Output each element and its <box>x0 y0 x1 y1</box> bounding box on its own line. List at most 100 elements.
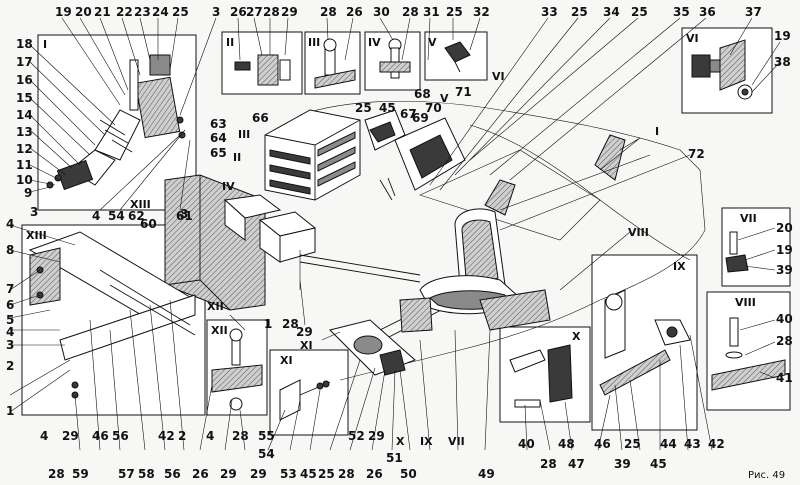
inset-frames <box>21 27 791 436</box>
callout: V <box>440 92 449 105</box>
callout: 60 <box>140 217 157 231</box>
callout: 26 <box>192 467 209 481</box>
callout: 8 <box>6 243 14 257</box>
callout: 40 <box>776 312 793 326</box>
callout: 28 <box>320 5 337 19</box>
callout: 72 <box>688 147 705 161</box>
inset-IX-parts <box>599 289 691 396</box>
instrument-panel <box>364 109 466 201</box>
callout: 42 <box>708 437 725 451</box>
callout: 47 <box>568 457 585 471</box>
callout: I <box>655 125 659 138</box>
callout: XI <box>300 339 313 352</box>
callout: 69 <box>412 111 429 125</box>
callout: 30 <box>373 5 390 19</box>
callout: 48 <box>558 437 575 451</box>
inset-XII-parts <box>211 328 263 411</box>
callout: 66 <box>252 111 269 125</box>
inset-label-XIII: XIII <box>26 229 47 242</box>
inset-frame-VIII <box>706 291 791 411</box>
callout: 29 <box>281 5 298 19</box>
callout: 6 <box>6 298 14 312</box>
callout: 25 <box>631 5 648 19</box>
callout: 2 <box>178 429 186 443</box>
inset-label-XI: XI <box>280 354 293 367</box>
callout: IV <box>222 180 235 193</box>
inset-labels: I II III IV V VI VII VIII IX X XI XII XI… <box>26 32 757 367</box>
inset-II-parts <box>234 54 291 86</box>
callout: 28 <box>232 429 249 443</box>
callout: 31 <box>423 5 440 19</box>
callout: 9 <box>24 186 32 200</box>
callout: 29 <box>368 429 385 443</box>
callout: 24 <box>152 5 169 19</box>
callout: 28 <box>282 317 299 331</box>
callout: 45 <box>650 457 667 471</box>
tank-box <box>164 174 317 311</box>
callout: 51 <box>386 451 403 465</box>
inset-IV-parts <box>379 38 411 79</box>
callout: 28 <box>338 467 355 481</box>
callout: 54 <box>108 209 125 223</box>
callout: 25 <box>571 5 588 19</box>
inset-I-parts <box>46 54 186 191</box>
callout: XIII <box>130 198 151 211</box>
callout: 1 <box>264 317 272 331</box>
inset-label-VIII: VIII <box>735 296 756 309</box>
callout: 3 <box>180 207 188 221</box>
inset-label-X: X <box>572 330 581 343</box>
callout: 40 <box>518 437 535 451</box>
inset-label-XII: XII <box>211 324 228 337</box>
inset-label-IX: IX <box>673 260 686 273</box>
callout: 57 <box>118 467 135 481</box>
callout: 34 <box>603 5 620 19</box>
callout: 52 <box>348 429 365 443</box>
callout: 14 <box>16 108 33 122</box>
callout: 56 <box>112 429 129 443</box>
callout: 39 <box>776 263 793 277</box>
callout: 29 <box>296 325 313 339</box>
callout: 19 <box>55 5 72 19</box>
callout: 16 <box>16 73 33 87</box>
inset-label-VI: VI <box>686 32 699 45</box>
callout: 56 <box>164 467 181 481</box>
callout: 35 <box>673 5 690 19</box>
callout: 11 <box>16 158 33 172</box>
callout: II <box>233 151 241 164</box>
callout: 36 <box>699 5 716 19</box>
inset-VIII-parts <box>711 317 786 391</box>
callout: 17 <box>16 55 33 69</box>
inset-VII-parts <box>725 231 749 273</box>
callout-labels: 19 20 21 22 23 24 25 3 26 27 28 29 28 26… <box>6 5 793 481</box>
callout: 7 <box>6 282 14 296</box>
callout: 19 <box>774 29 791 43</box>
callout: 59 <box>72 467 89 481</box>
callout: III <box>238 128 250 141</box>
inset-VI-parts <box>691 39 753 100</box>
callout: 5 <box>6 313 14 327</box>
callout: 28 <box>402 5 419 19</box>
inset-X-parts <box>509 344 573 408</box>
callout: 22 <box>116 5 133 19</box>
figure-caption: Рис. 49 <box>748 470 785 481</box>
callout: IX <box>420 435 433 448</box>
callout: 67 <box>400 107 417 121</box>
callout: 28 <box>776 334 793 348</box>
callout: 3 <box>6 338 14 352</box>
callout: 3 <box>30 205 38 219</box>
callout: 42 <box>158 429 175 443</box>
inset-label-II: II <box>226 36 234 49</box>
callout: 26 <box>346 5 363 19</box>
callout: 25 <box>446 5 463 19</box>
callout: 55 <box>258 429 275 443</box>
seat <box>399 208 551 333</box>
brackets-I <box>484 134 626 216</box>
inset-V-parts <box>444 41 471 73</box>
leader-lines <box>9 17 781 451</box>
callout: 53 <box>280 467 297 481</box>
callout: 25 <box>355 101 372 115</box>
inset-label-III: III <box>308 36 320 49</box>
callout: 38 <box>774 55 791 69</box>
callout: 49 <box>478 467 495 481</box>
